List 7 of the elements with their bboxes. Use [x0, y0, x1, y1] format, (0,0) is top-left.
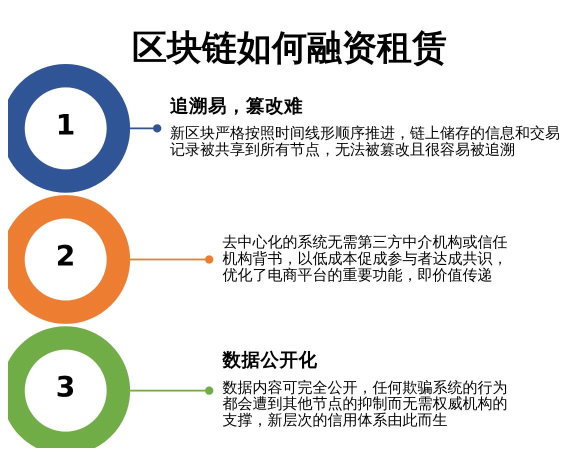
node-text: 追溯易，篡改难 新区块严格按照时间线形顺序推进，链上储存的信息和交易记录被共享到所有节点，无法被篡改且很容易被追溯 [170, 95, 560, 158]
node-text: 去中心化的系统无需第三方中介机构或信任机构背书，以低成本促成参与者达成共识，优化了电商平台的重要功能，即价值传递 [222, 232, 508, 284]
node-circle: 3 [8, 326, 130, 448]
node-text: 数据公开化 数据内容可完全公开，任何欺骗系统的行为都会遭到其他节点的抑制而无需权威机构的支撑，新层次的信用体系由此而生 [222, 349, 508, 429]
diagram-title: 区块链如何融资租赁 [132, 26, 447, 68]
node-circle: 2 [8, 194, 130, 324]
node-circle: 1 [8, 63, 130, 192]
